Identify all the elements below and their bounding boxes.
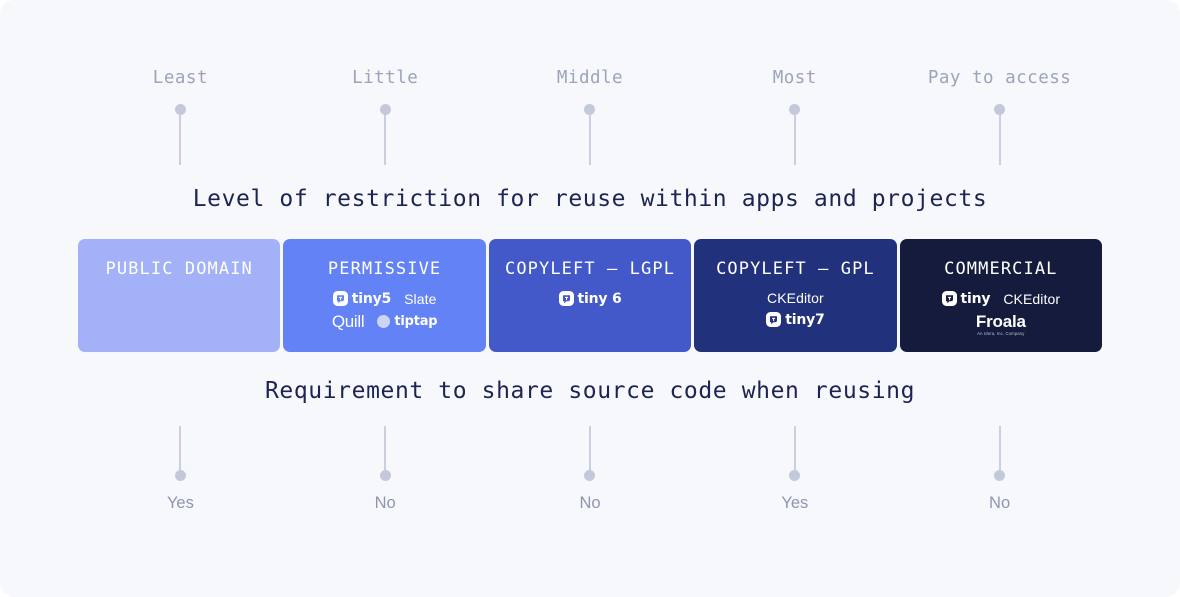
license-block-copyleft-gpl[interactable]: COPYLEFT — GPL CKEditor tiny7 — [694, 239, 897, 352]
bottom-scale-item: No — [488, 426, 693, 512]
license-block-copyleft-lgpl[interactable]: COPYLEFT — LGPL tiny 6 — [488, 239, 692, 352]
connector-dot-icon — [174, 470, 186, 481]
bottom-scale-item: No — [897, 426, 1102, 512]
connector-dot-icon — [379, 103, 391, 115]
tiny-logo-icon — [332, 291, 348, 306]
top-scale-item: Pay to access — [897, 68, 1102, 165]
product-logo-row: tiny CKEditor — [941, 290, 1061, 307]
product-logo-list: tiny CKEditor Froala An Idera, Inc. Comp… — [900, 291, 1102, 336]
product-logo-slate: Slate — [404, 292, 436, 306]
top-scale-item: Middle — [488, 68, 693, 165]
product-logo-froala: Froala An Idera, Inc. Company — [976, 313, 1026, 336]
license-spectrum-bar: PUBLIC DOMAIN PERMISSIVE tiny5 Slate — [78, 239, 1103, 352]
top-scale-label: Least — [152, 68, 208, 88]
license-block-title: COMMERCIAL — [944, 259, 1058, 279]
connector-line — [998, 426, 1001, 470]
product-logo-tiny5: tiny5 — [332, 290, 392, 307]
top-scale-item: Least — [78, 68, 283, 165]
product-logo-row: Quill tiptap — [332, 313, 438, 330]
product-logo-row: tiny5 Slate — [332, 290, 437, 307]
top-scale-row: Least Little Middle Most Pay to access — [78, 68, 1102, 165]
connector-dot-icon — [174, 103, 186, 115]
license-block-commercial[interactable]: COMMERCIAL tiny CKEditor Froala — [899, 239, 1103, 352]
tiny-logo-icon — [941, 291, 957, 306]
top-scale-label: Pay to access — [927, 68, 1072, 88]
connector-line — [793, 426, 796, 470]
product-logo-row: Froala An Idera, Inc. Company — [976, 313, 1026, 336]
product-logo-tiny7: tiny7 — [766, 311, 825, 328]
bottom-scale-row: Yes No No Yes No — [78, 426, 1102, 512]
connector-line — [384, 426, 387, 470]
product-logo-label: CKEditor — [767, 290, 824, 306]
connector-line — [793, 114, 796, 165]
connector-dot-icon — [789, 470, 801, 481]
product-logo-list: tiny 6 — [489, 291, 691, 306]
connector-dot-icon — [994, 470, 1006, 481]
product-logo-label: tiny 6 — [577, 290, 622, 307]
connector-dot-icon — [994, 103, 1006, 115]
connector-line — [179, 114, 182, 165]
product-logo-ckeditor: CKEditor — [767, 291, 824, 305]
license-block-title: PUBLIC DOMAIN — [105, 259, 253, 279]
product-logo-label: Froala — [975, 312, 1026, 331]
product-logo-tiny6: tiny 6 — [558, 290, 622, 307]
product-logo-row: tiny 6 — [558, 290, 622, 307]
top-scale-caption: Level of restriction for reuse within ap… — [192, 186, 988, 212]
connector-line — [384, 114, 387, 165]
connector-dot-icon — [584, 470, 596, 481]
connector-line — [179, 426, 182, 470]
bottom-scale-item: Yes — [78, 426, 283, 512]
product-logo-sublabel: An Idera, Inc. Company — [977, 331, 1025, 336]
connector-dot-icon — [789, 103, 801, 115]
product-logo-row: tiny7 — [766, 311, 825, 328]
product-logo-row: CKEditor — [767, 291, 824, 305]
license-block-permissive[interactable]: PERMISSIVE tiny5 Slate Quill — [283, 239, 486, 352]
top-scale-item: Little — [283, 68, 488, 165]
product-logo-tiptap: tiptap — [377, 314, 438, 329]
top-scale-label: Most — [772, 68, 817, 88]
license-block-title: COPYLEFT — LGPL — [505, 259, 676, 279]
tiny-logo-icon — [766, 312, 782, 327]
license-block-title: COPYLEFT — GPL — [716, 259, 875, 279]
tiny-logo-icon — [558, 291, 574, 306]
product-logo-list: CKEditor tiny7 — [694, 291, 896, 327]
bottom-scale-label: Yes — [781, 494, 809, 512]
product-logo-label: tiny7 — [785, 311, 825, 328]
license-block-public-domain[interactable]: PUBLIC DOMAIN — [78, 239, 281, 352]
bottom-scale-caption: Requirement to share source code when re… — [264, 378, 916, 404]
product-logo-label: Slate — [404, 290, 437, 307]
bottom-scale-label: No — [579, 494, 601, 512]
product-logo-label: tiny5 — [351, 290, 392, 307]
top-scale-label: Middle — [556, 68, 624, 88]
license-block-title: PERMISSIVE — [327, 259, 442, 279]
bottom-scale-item: Yes — [692, 426, 897, 512]
connector-line — [588, 426, 591, 470]
product-logo-label: CKEditor — [1003, 290, 1061, 307]
bottom-scale-label: Yes — [166, 494, 194, 512]
tiptap-logo-icon — [377, 315, 391, 328]
connector-line — [998, 114, 1001, 165]
product-logo-label: tiptap — [394, 314, 438, 329]
product-logo-label: tiny — [960, 290, 991, 307]
connector-dot-icon — [584, 103, 596, 115]
bottom-scale-label: No — [374, 494, 396, 512]
top-scale-item: Most — [692, 68, 897, 165]
connector-line — [588, 114, 591, 165]
top-scale-label: Little — [352, 68, 419, 88]
product-logo-list: tiny5 Slate Quill tiptap — [283, 291, 485, 330]
connector-dot-icon — [379, 470, 391, 481]
bottom-scale-label: No — [989, 494, 1011, 512]
product-logo-quill: Quill — [332, 313, 365, 330]
bottom-scale-item: No — [283, 426, 488, 512]
product-logo-label: Quill — [331, 312, 365, 331]
product-logo-ckeditor: CKEditor — [1003, 292, 1060, 306]
product-logo-tiny: tiny — [941, 290, 991, 307]
